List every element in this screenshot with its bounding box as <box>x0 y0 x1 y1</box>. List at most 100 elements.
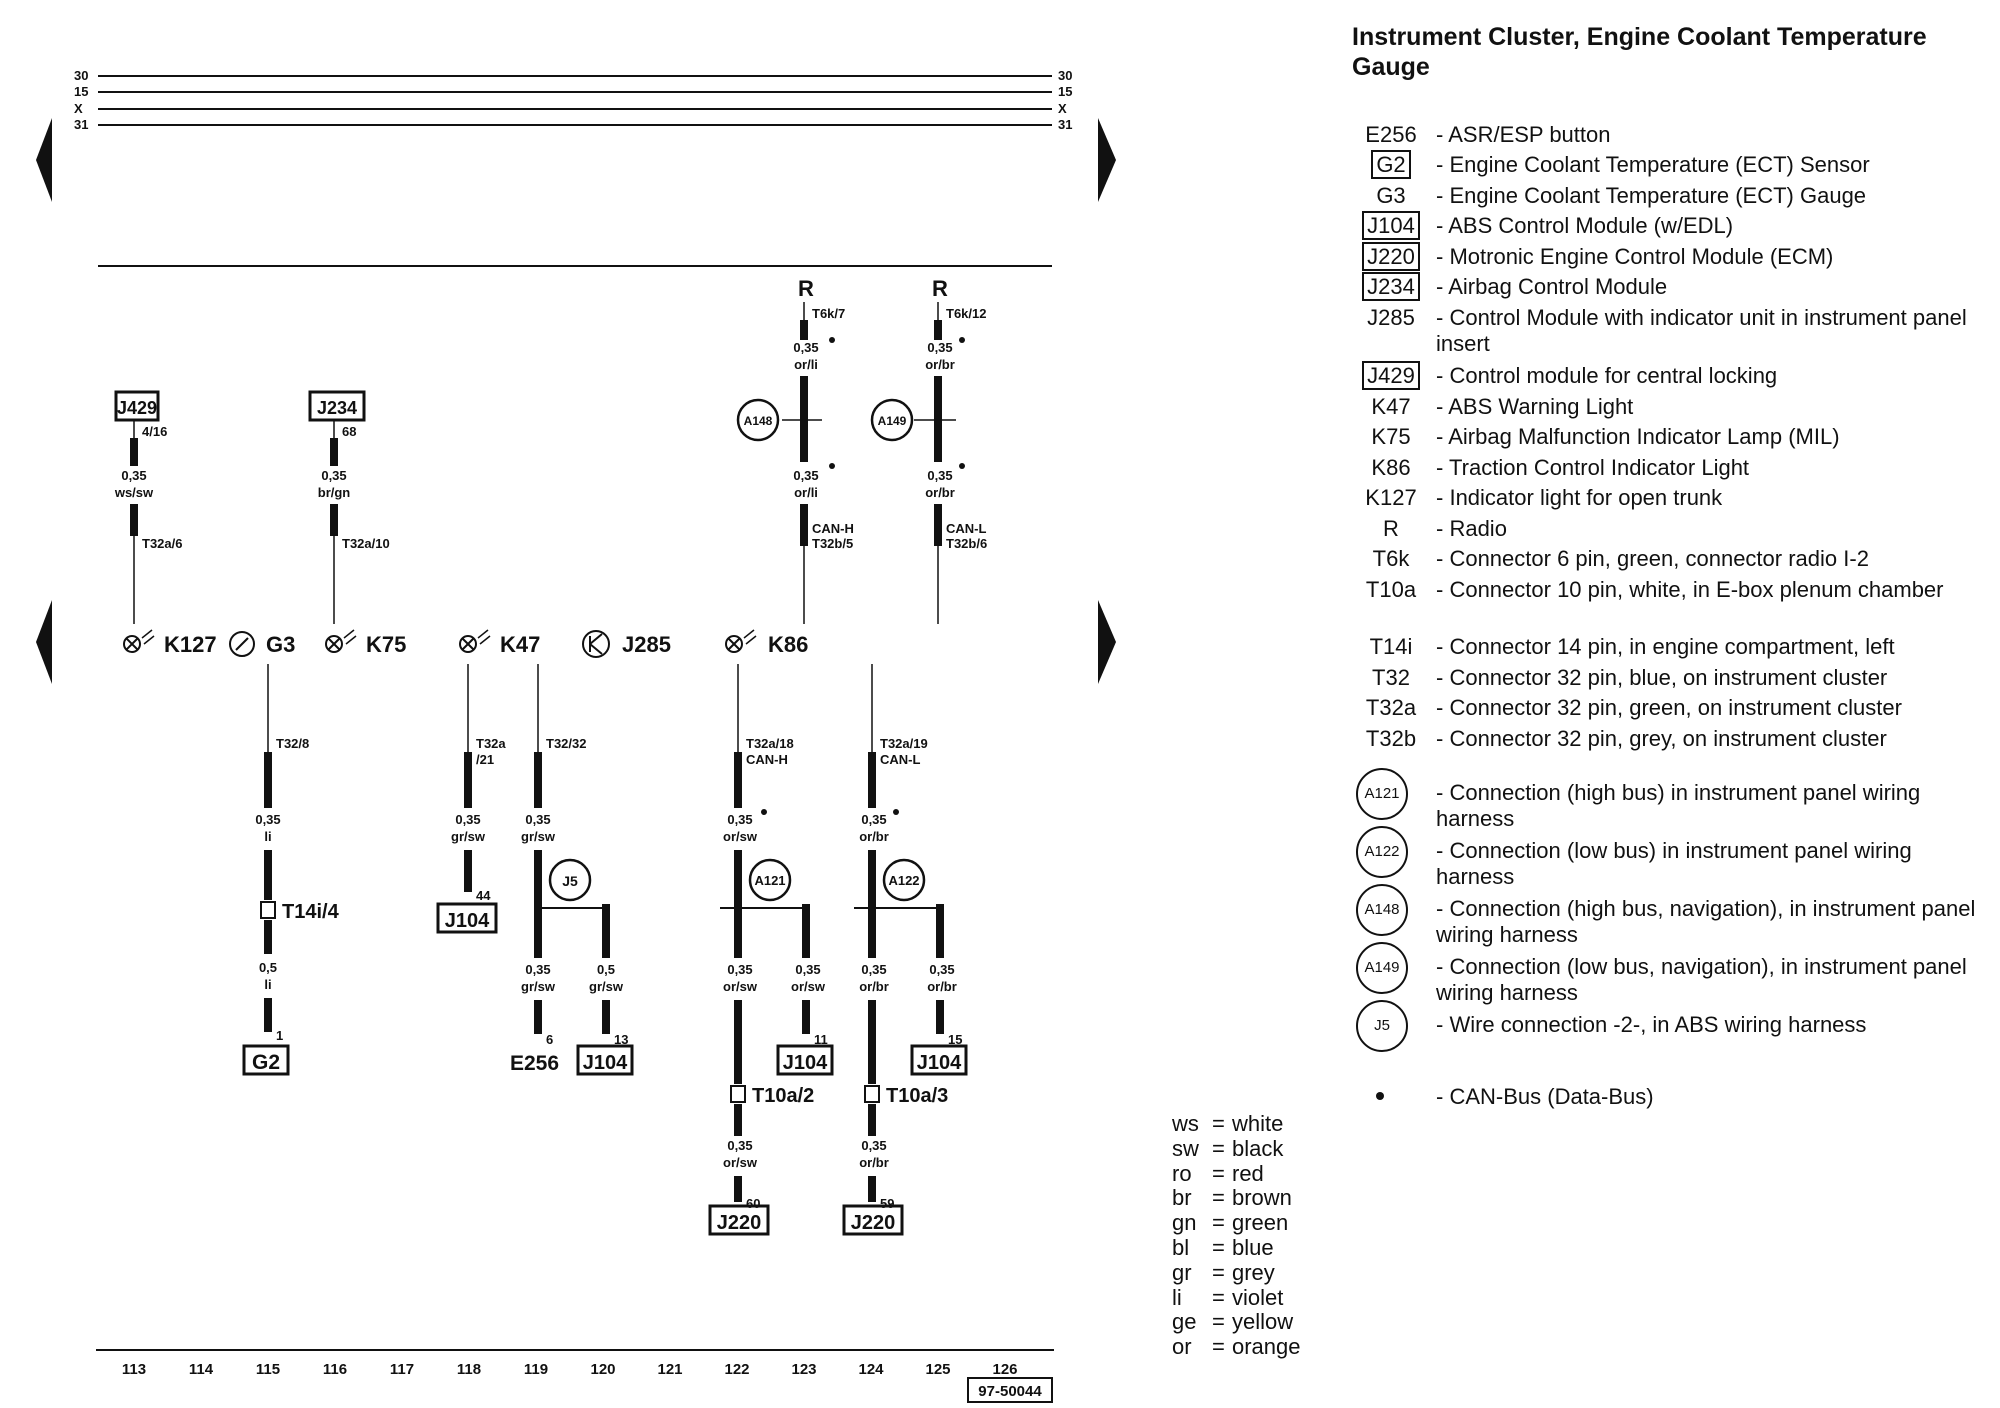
legend-code: J234 <box>1362 272 1420 301</box>
legend-code: G3 <box>1376 183 1406 208</box>
legend-desc: - Motronic Engine Control Module (ECM) <box>1436 244 1834 269</box>
page-prev-arrow-top[interactable] <box>36 118 52 202</box>
can-l-label-lower: CAN-L <box>880 752 920 767</box>
page-next-arrow-middle[interactable] <box>1098 600 1116 684</box>
rail-label-15-right: 15 <box>1058 84 1072 99</box>
wire-size: 0,35 <box>727 812 752 827</box>
legend-desc: - Connection (low bus) in instrument pan… <box>1436 838 1912 889</box>
pin-13: 13 <box>614 1032 628 1047</box>
legend-code: T10a <box>1365 577 1417 602</box>
legend-code: J429 <box>1362 361 1420 390</box>
legend-title: Instrument Cluster, Engine Coolant Tempe… <box>1352 23 1927 81</box>
wire-color: gr/sw <box>589 979 624 994</box>
page-next-arrow-top[interactable] <box>1098 118 1116 202</box>
g3-label: G3 <box>266 632 295 657</box>
wire-size: 0,35 <box>255 812 280 827</box>
radio-label-2: R <box>932 276 948 301</box>
track-number: 120 <box>590 1361 615 1378</box>
legend-desc: - Connector 32 pin, green, on instrument… <box>1436 695 1902 720</box>
wire-j5-splice: T32/32 0,35 gr/sw J5 0,35 gr/sw 0,5 gr/s… <box>510 664 634 1076</box>
legend-desc: - Connector 32 pin, grey, on instrument … <box>1436 726 1887 751</box>
connection-circle: A149 <box>1356 942 1408 994</box>
legend-desc: - Control module for central locking <box>1436 363 1778 388</box>
wire-can-h-lower: T32a/18 CAN-H 0,35 or/sw A121 0,35 or/sw… <box>708 664 834 1236</box>
legend-code: R <box>1383 516 1399 541</box>
wire-size: 0,35 <box>793 340 818 355</box>
splice-a149: A149 <box>878 414 907 428</box>
wire-size: 0,35 <box>927 340 952 355</box>
splice-a148: A148 <box>744 414 773 428</box>
track-number: 119 <box>524 1361 548 1378</box>
pin-1: 1 <box>276 1028 283 1043</box>
connector-t6k-7: T6k/7 <box>812 306 845 321</box>
can-h-label-lower: CAN-H <box>746 752 788 767</box>
connector-t32-32: T32/32 <box>546 736 586 751</box>
wire-color: li <box>264 977 271 992</box>
k86-label: K86 <box>768 632 808 657</box>
wire-color: or/br <box>859 979 889 994</box>
connector-t32a-10: T32a/10 <box>342 536 390 551</box>
legend-desc: - Connection (high bus) in instrument pa… <box>1436 780 1921 831</box>
wire-size: 0,35 <box>795 962 820 977</box>
rail-label-x-right: X <box>1058 101 1067 116</box>
legend-desc: - ABS Warning Light <box>1436 394 1634 419</box>
j285-label: J285 <box>622 632 671 657</box>
legend-code: K86 <box>1371 455 1411 480</box>
track-number: 115 <box>256 1361 280 1378</box>
legend-code: T32b <box>1365 726 1417 751</box>
radio-label-1: R <box>798 276 814 301</box>
legend-desc: - Engine Coolant Temperature (ECT) Senso… <box>1436 152 1870 177</box>
wire-color: br/gn <box>318 485 351 500</box>
wire-radio-can-l: R T6k/12 0,35 or/br A149 0,35 or/br CAN-… <box>870 276 987 624</box>
legend-desc: - Connector 6 pin, green, connector radi… <box>1436 546 1869 571</box>
wire-radio-can-h: R T6k/7 0,35 or/li A148 0,35 or/li CAN-H… <box>736 276 854 624</box>
wire-size: 0,35 <box>927 468 952 483</box>
legend-desc: - Airbag Control Module <box>1436 274 1668 299</box>
can-h-label: CAN-H <box>812 521 854 536</box>
wire-size: 0,5 <box>597 962 615 977</box>
wire-color: or/br <box>859 829 889 844</box>
j104-label: J104 <box>583 1052 628 1074</box>
wire-g3-g2: T32/8 0,35 li T14i/4 0,5 li 1 G2 <box>242 664 340 1076</box>
j234-label: J234 <box>317 398 357 418</box>
diagram-id-box <box>967 1377 1053 1403</box>
pin-60: 60 <box>746 1196 760 1211</box>
rail-label-x: X <box>74 101 83 116</box>
legend-desc: - Connection (low bus, navigation), in i… <box>1436 954 1967 1005</box>
wire-j234-k75: J234 68 0,35 br/gn T32a/10 <box>308 390 390 624</box>
legend-desc: - Connector 14 pin, in engine compartmen… <box>1436 634 1895 659</box>
wire-color: or/sw <box>723 829 758 844</box>
track-number: 113 <box>122 1361 146 1378</box>
pin-4-16: 4/16 <box>142 424 167 439</box>
wire-size: 0,35 <box>525 812 550 827</box>
legend-code: E256 <box>1365 122 1417 147</box>
connection-circle: A122 <box>1356 826 1408 878</box>
legend-code: J220 <box>1362 242 1420 271</box>
pin-68: 68 <box>342 424 356 439</box>
wire-size: 0,35 <box>727 1138 752 1153</box>
connection-circle: A148 <box>1356 884 1408 936</box>
pin-59: 59 <box>880 1196 894 1211</box>
wire-color: or/br <box>927 979 957 994</box>
j220-label: J220 <box>851 1212 896 1234</box>
j104-label: J104 <box>783 1052 828 1074</box>
wire-color: or/br <box>925 357 955 372</box>
page-prev-arrow-middle[interactable] <box>36 600 52 684</box>
connector-t32-8: T32/8 <box>276 736 309 751</box>
rail-labels-right: 30 15 X 31 <box>1058 68 1072 132</box>
wire-color: gr/sw <box>521 829 556 844</box>
wire-can-l-lower: T32a/19 CAN-L 0,35 or/br A122 0,35 or/br… <box>842 664 968 1236</box>
k47-lamp-icon <box>459 629 491 653</box>
wire-color: or/li <box>794 357 818 372</box>
legend-desc: - Traction Control Indicator Light <box>1436 455 1750 480</box>
legend-desc: - Wire connection -2-, in ABS wiring har… <box>1436 1012 1867 1037</box>
j429-label: J429 <box>117 398 157 418</box>
track-number: 121 <box>657 1361 682 1378</box>
legend-code: K127 <box>1365 485 1417 510</box>
legend-code: T32a <box>1365 695 1417 720</box>
legend-desc: - ASR/ESP button <box>1436 122 1611 147</box>
wire-size: 0,35 <box>861 812 886 827</box>
rail-label-31-right: 31 <box>1058 117 1072 132</box>
connector-t10a-2: T10a/2 <box>752 1085 814 1107</box>
track-number: 125 <box>925 1361 950 1378</box>
